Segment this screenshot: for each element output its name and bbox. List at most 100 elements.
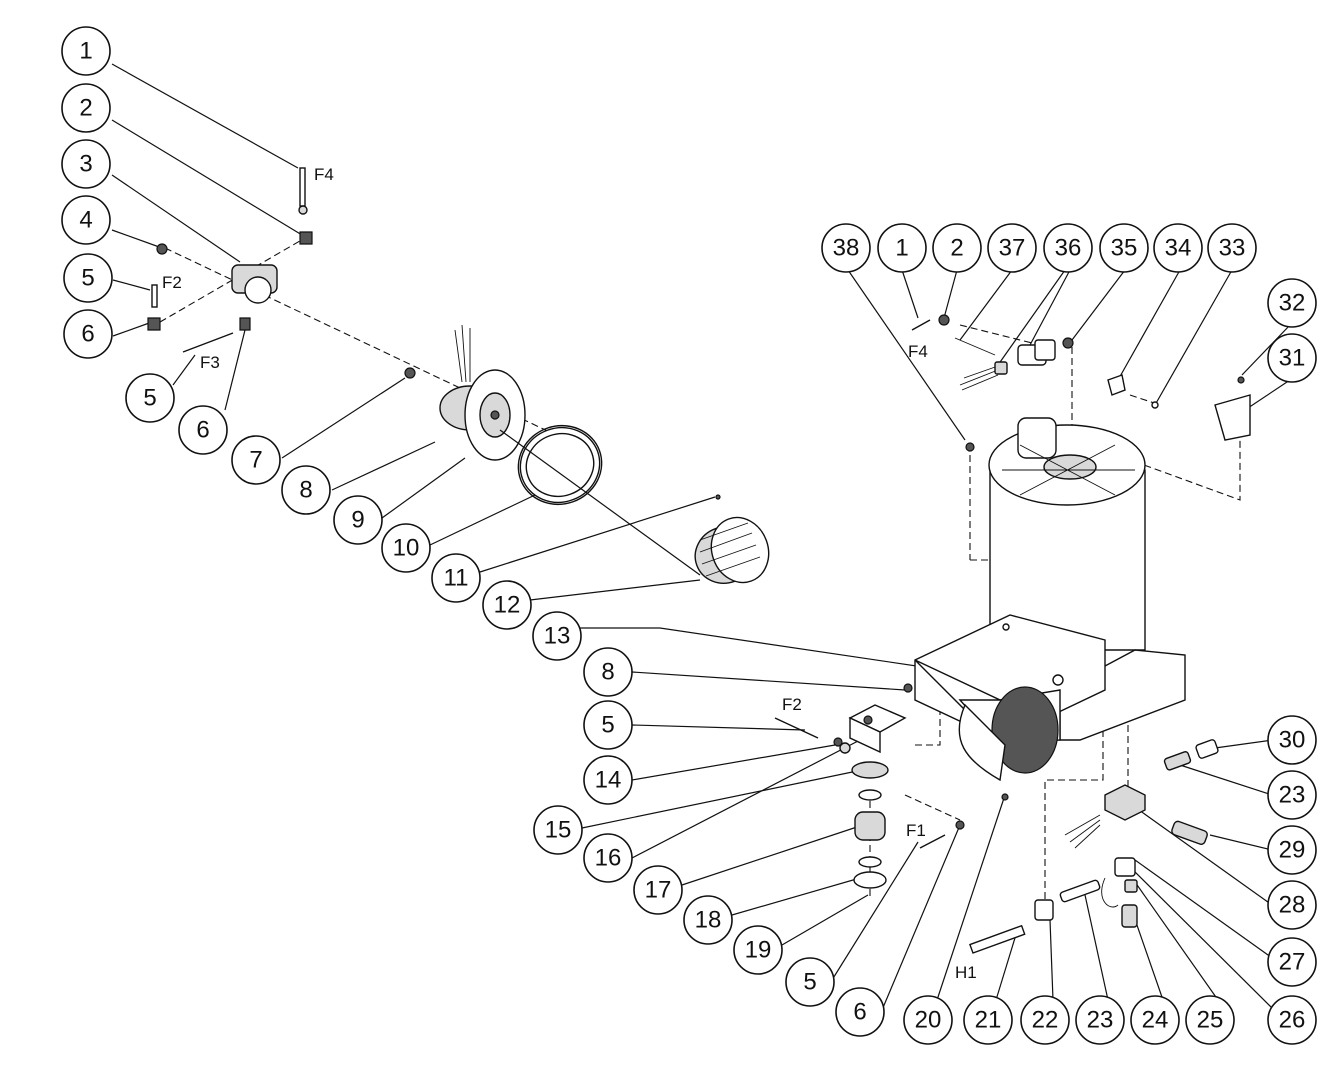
callout-5: 5 — [583, 700, 633, 750]
label-h1: H1 — [955, 963, 977, 982]
svg-text:18: 18 — [695, 907, 722, 934]
callout-25: 25 — [1185, 995, 1235, 1045]
svg-text:20: 20 — [915, 1007, 942, 1034]
svg-text:5: 5 — [81, 265, 94, 292]
svg-text:1: 1 — [895, 235, 908, 262]
svg-text:26: 26 — [1279, 1007, 1306, 1034]
svg-text:16: 16 — [595, 845, 622, 872]
gasket — [517, 424, 603, 506]
svg-text:5: 5 — [803, 969, 816, 996]
callout-4: 4 — [61, 195, 111, 245]
svg-text:37: 37 — [999, 235, 1026, 262]
callout-2: 2 — [61, 83, 111, 133]
callout-8: 8 — [583, 647, 633, 697]
callouts: 1 2 3 4 5 6 5 6 7 8 9 10 11 12 13 8 5 14… — [61, 26, 1317, 1045]
svg-text:9: 9 — [351, 507, 364, 534]
svg-text:4: 4 — [79, 207, 92, 234]
callout-18: 18 — [683, 895, 733, 945]
svg-text:12: 12 — [494, 592, 521, 619]
label-f2-right: F2 — [782, 695, 802, 714]
callout-33: 33 — [1207, 223, 1257, 273]
callout-38: 38 — [821, 223, 871, 273]
burner-housing — [914, 417, 1186, 782]
svg-text:29: 29 — [1279, 837, 1306, 864]
callout-19: 19 — [733, 925, 783, 975]
callout-12: 12 — [482, 580, 532, 630]
callout-7: 7 — [231, 435, 281, 485]
svg-text:8: 8 — [299, 477, 312, 504]
svg-text:2: 2 — [950, 235, 963, 262]
svg-text:31: 31 — [1279, 345, 1306, 372]
motor-assembly — [404, 324, 701, 576]
svg-text:22: 22 — [1032, 1007, 1059, 1034]
callout-16: 16 — [583, 833, 633, 883]
callout-23: 23 — [1267, 770, 1317, 820]
fuel-pump — [147, 167, 313, 353]
callout-14: 14 — [583, 755, 633, 805]
filter-assembly — [774, 683, 1009, 889]
callout-10: 10 — [381, 523, 431, 573]
callout-5: 5 — [785, 957, 835, 1007]
fittings — [969, 739, 1219, 954]
svg-text:10: 10 — [393, 535, 420, 562]
svg-text:1: 1 — [79, 38, 92, 65]
blower-wheel — [694, 494, 770, 584]
svg-text:6: 6 — [81, 321, 94, 348]
callout-31: 31 — [1267, 333, 1317, 383]
svg-text:7: 7 — [249, 447, 262, 474]
label-f4-right: F4 — [908, 342, 928, 361]
callout-24: 24 — [1130, 995, 1180, 1045]
svg-text:30: 30 — [1279, 727, 1306, 754]
svg-text:23: 23 — [1087, 1007, 1114, 1034]
callout-23: 23 — [1075, 995, 1125, 1045]
callout-15: 15 — [533, 805, 583, 855]
svg-text:14: 14 — [595, 767, 622, 794]
svg-text:23: 23 — [1279, 782, 1306, 809]
callout-29: 29 — [1267, 825, 1317, 875]
callout-1: 1 — [877, 223, 927, 273]
callout-30: 30 — [1267, 715, 1317, 765]
svg-text:5: 5 — [143, 385, 156, 412]
callout-35: 35 — [1099, 223, 1149, 273]
svg-text:24: 24 — [1142, 1007, 1169, 1034]
callout-26: 26 — [1267, 995, 1317, 1045]
callout-28: 28 — [1267, 880, 1317, 930]
callout-32: 32 — [1267, 278, 1317, 328]
svg-text:25: 25 — [1197, 1007, 1224, 1034]
label-f3: F3 — [200, 353, 220, 372]
callout-17: 17 — [633, 865, 683, 915]
callout-5: 5 — [63, 253, 113, 303]
svg-text:13: 13 — [544, 623, 571, 650]
svg-text:21: 21 — [975, 1007, 1002, 1034]
callout-6: 6 — [835, 987, 885, 1037]
callout-11: 11 — [431, 553, 481, 603]
callout-13: 13 — [532, 611, 582, 661]
callout-22: 22 — [1020, 995, 1070, 1045]
svg-text:8: 8 — [601, 659, 614, 686]
callout-6: 6 — [63, 309, 113, 359]
svg-text:34: 34 — [1165, 235, 1192, 262]
svg-text:36: 36 — [1055, 235, 1082, 262]
control-components — [911, 314, 1251, 452]
svg-text:17: 17 — [645, 877, 672, 904]
svg-text:11: 11 — [444, 565, 469, 592]
callout-36: 36 — [1043, 223, 1093, 273]
svg-text:33: 33 — [1219, 235, 1246, 262]
svg-text:27: 27 — [1279, 949, 1306, 976]
svg-text:32: 32 — [1279, 290, 1306, 317]
callout-37: 37 — [987, 223, 1037, 273]
svg-text:6: 6 — [853, 999, 866, 1026]
label-f2-top: F2 — [162, 273, 182, 292]
svg-text:5: 5 — [601, 712, 614, 739]
callout-8: 8 — [281, 465, 331, 515]
svg-text:38: 38 — [833, 235, 860, 262]
callout-1: 1 — [61, 26, 111, 76]
callout-2: 2 — [932, 223, 982, 273]
svg-text:15: 15 — [545, 817, 572, 844]
svg-text:28: 28 — [1279, 892, 1306, 919]
svg-text:35: 35 — [1111, 235, 1138, 262]
label-f1: F1 — [906, 821, 926, 840]
svg-text:2: 2 — [79, 95, 92, 122]
callout-27: 27 — [1267, 937, 1317, 987]
label-f4-top: F4 — [314, 165, 334, 184]
